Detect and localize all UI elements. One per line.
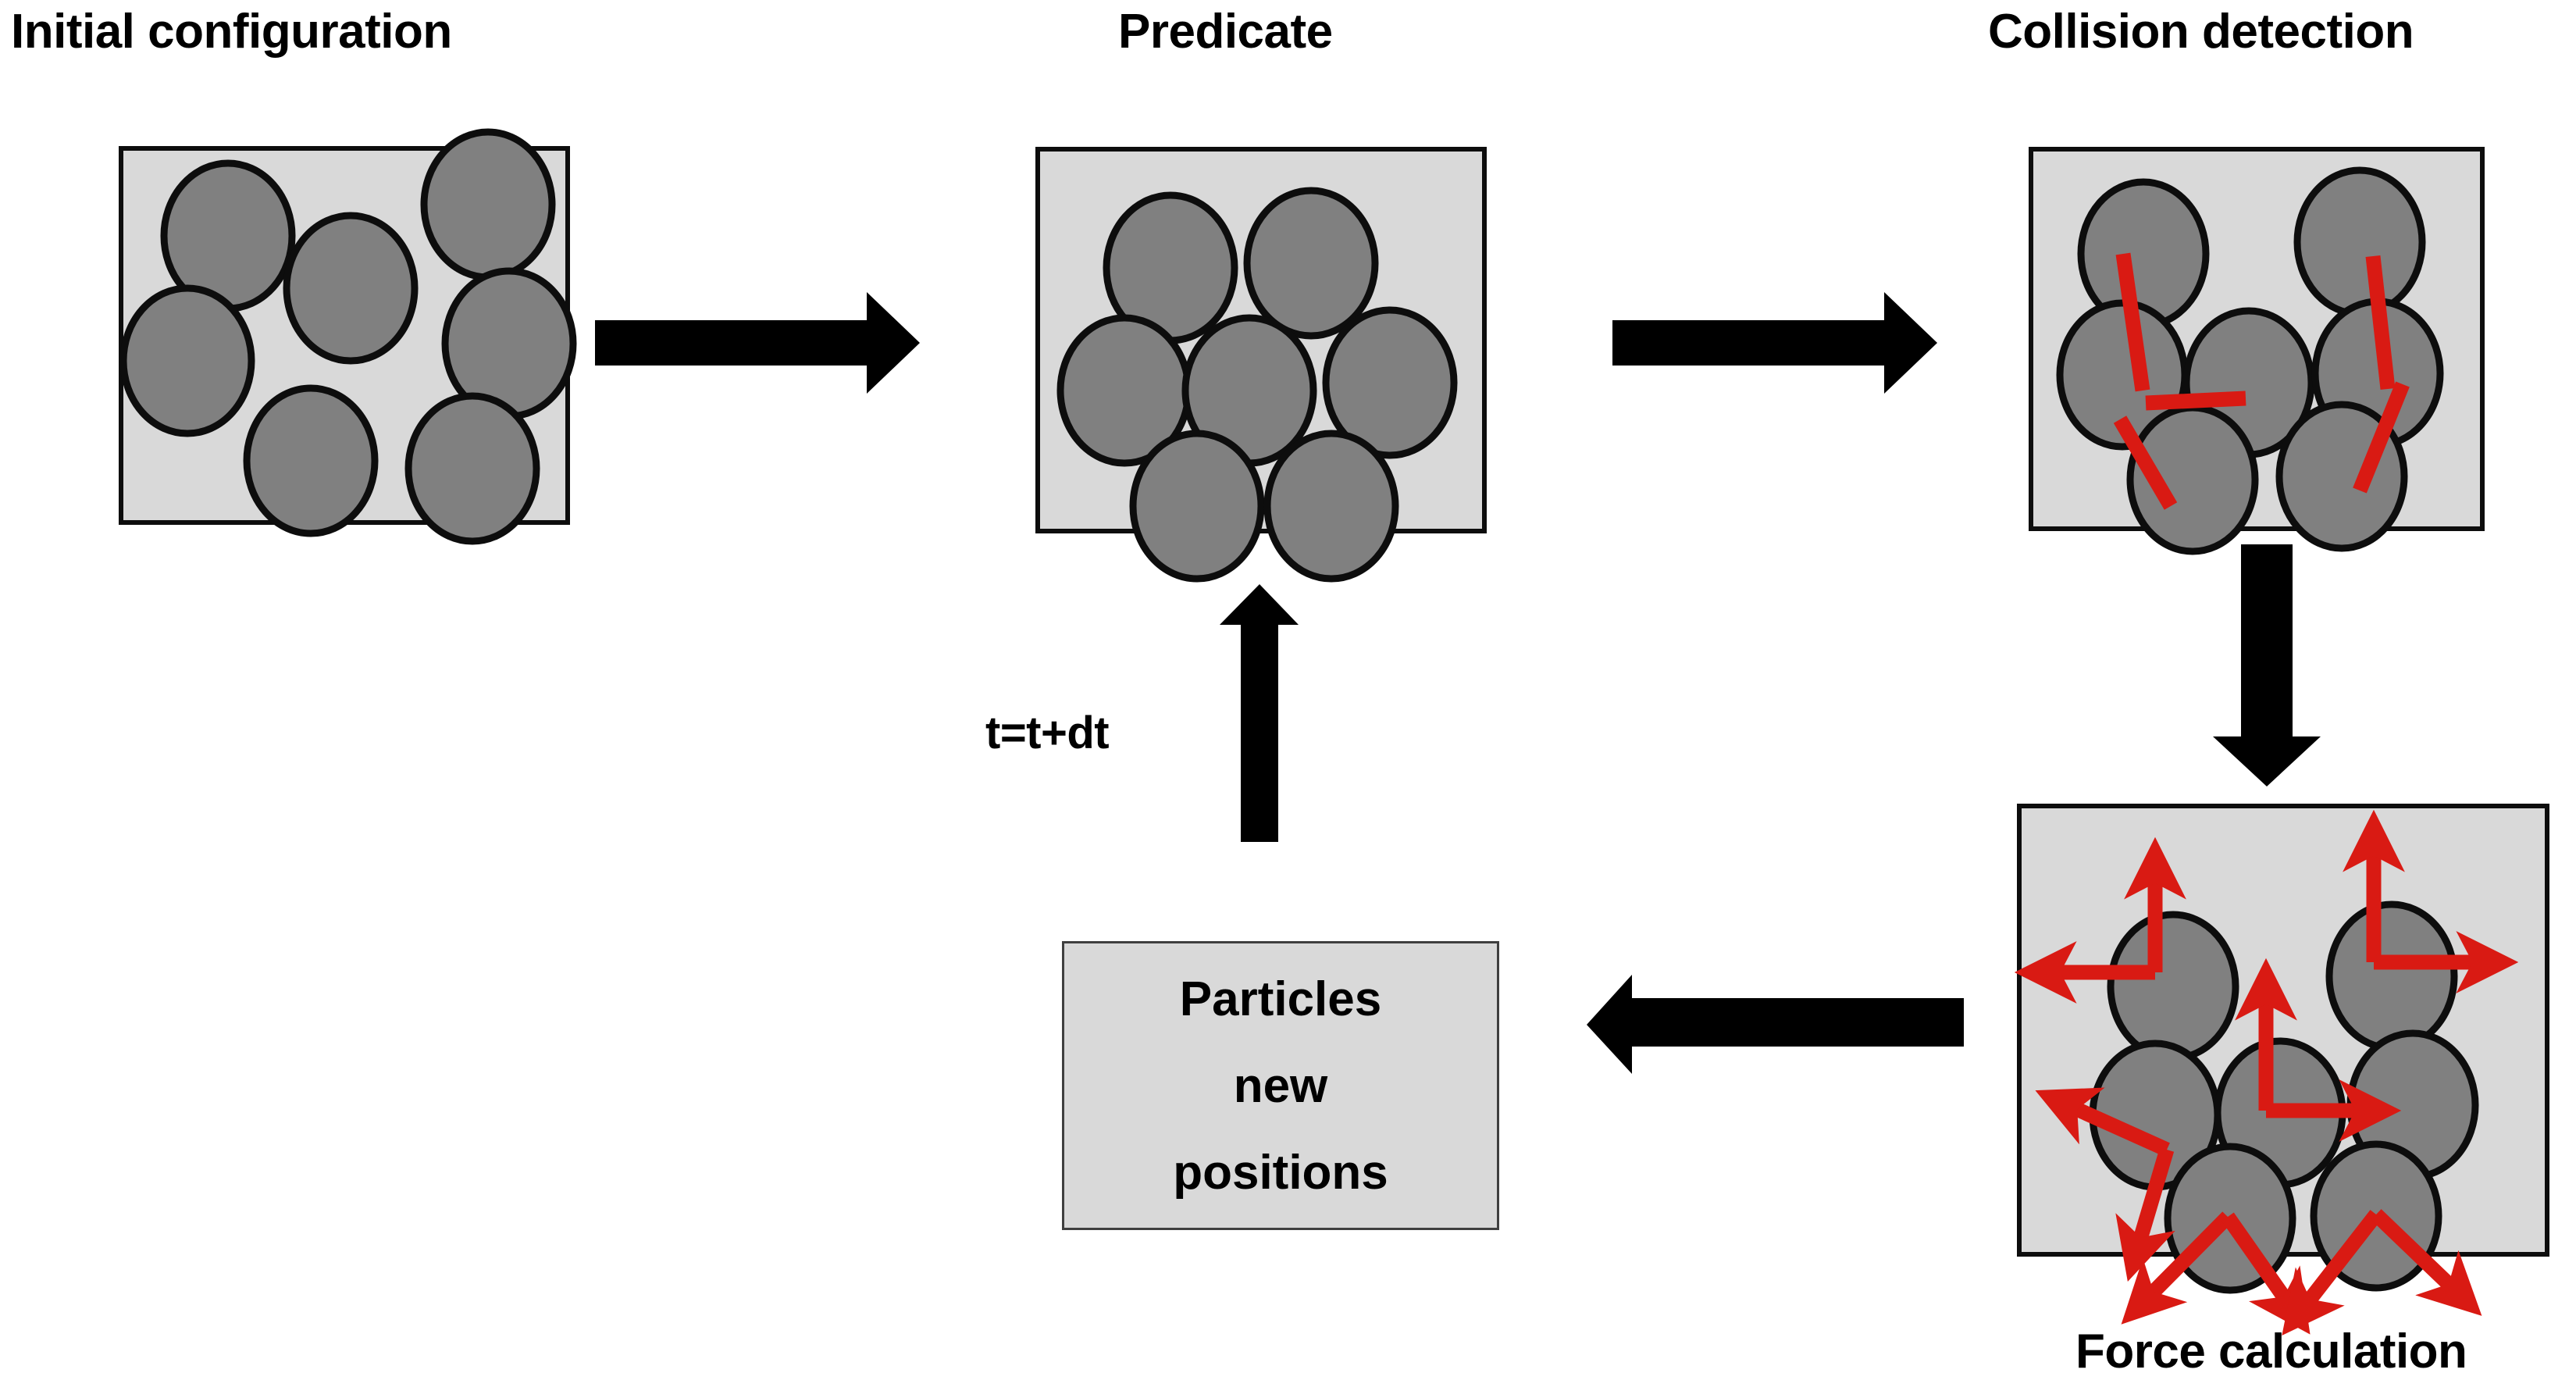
panel-predicate bbox=[1035, 147, 1487, 533]
panel-title-force-calculation: Force calculation bbox=[2075, 1325, 2467, 1378]
panel-title-predicate: Predicate bbox=[1118, 5, 1333, 59]
panel-collision-detection bbox=[2029, 147, 2485, 531]
loop-time-step-label: t=t+dt bbox=[985, 708, 1110, 758]
panel-title-collision-detection: Collision detection bbox=[1988, 5, 2414, 59]
panel-initial-configuration bbox=[119, 146, 570, 525]
panel-title-initial-configuration: Initial configuration bbox=[11, 5, 452, 59]
process-box-line-2: new bbox=[1233, 1059, 1328, 1113]
panel-force-calculation bbox=[2017, 804, 2549, 1257]
process-box-line-3: positions bbox=[1173, 1146, 1388, 1200]
process-box-line-1: Particles bbox=[1179, 972, 1382, 1026]
process-box-particles-new-positions: Particles new positions bbox=[1062, 941, 1499, 1230]
